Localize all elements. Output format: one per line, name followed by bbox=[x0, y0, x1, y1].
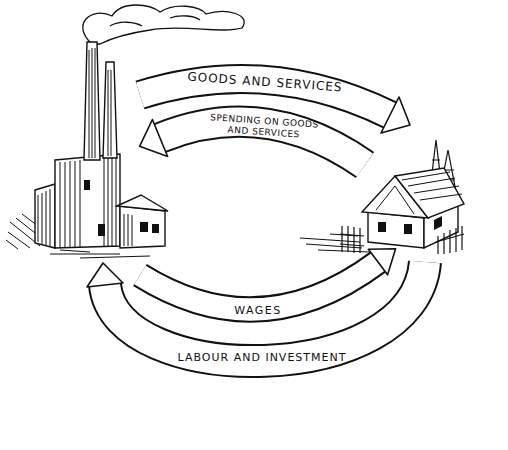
flow-arrow-heads bbox=[381, 97, 410, 133]
factory-windows bbox=[98, 224, 105, 236]
house-fence bbox=[340, 234, 464, 246]
factory-building bbox=[120, 206, 165, 248]
factory-hatching bbox=[38, 189, 50, 246]
factory-building bbox=[55, 154, 120, 248]
house-fence bbox=[340, 226, 464, 254]
house-building bbox=[395, 168, 464, 218]
flow-arrow-heads bbox=[368, 249, 395, 275]
house-windows bbox=[378, 222, 386, 232]
house-details bbox=[376, 186, 414, 214]
flow-arrow-bands bbox=[105, 262, 425, 361]
factory-hatching bbox=[89, 48, 111, 158]
factory-windows bbox=[140, 222, 148, 232]
flow-arrow-heads bbox=[87, 97, 410, 287]
factory-building bbox=[35, 184, 55, 248]
house-building bbox=[362, 168, 464, 248]
flow-label: WAGES bbox=[213, 304, 303, 317]
factory-smoke bbox=[83, 5, 244, 44]
factory-hatching bbox=[38, 48, 132, 247]
factory-smoke bbox=[110, 16, 200, 26]
factory-building bbox=[35, 42, 168, 248]
factory-building bbox=[117, 195, 168, 211]
factory-building bbox=[103, 62, 117, 158]
house-details bbox=[402, 172, 462, 200]
house-windows bbox=[378, 216, 442, 234]
house-windows bbox=[404, 224, 412, 234]
factory-hatching bbox=[60, 157, 116, 247]
flow-arrow-heads bbox=[87, 263, 123, 287]
factory-windows bbox=[84, 180, 90, 190]
flow-label: SPENDING ON GOODS AND SERVICES bbox=[202, 112, 325, 142]
flow-arrow-bands bbox=[140, 262, 378, 310]
factory-hatching bbox=[124, 214, 132, 246]
flow-arrow-bands bbox=[105, 79, 425, 361]
flow-arrow-heads bbox=[140, 120, 168, 157]
factory-smoke bbox=[83, 5, 244, 44]
factory-windows bbox=[152, 224, 159, 233]
house-windows bbox=[434, 216, 442, 230]
flow-arrow-bands bbox=[140, 262, 378, 310]
factory-windows bbox=[84, 180, 159, 236]
flow-label: LABOUR AND INVESTMENT bbox=[147, 351, 377, 364]
flow-arrow-bands bbox=[105, 262, 425, 361]
house-details bbox=[376, 172, 462, 214]
flow-label: GOODS AND SERVICES bbox=[155, 67, 375, 96]
